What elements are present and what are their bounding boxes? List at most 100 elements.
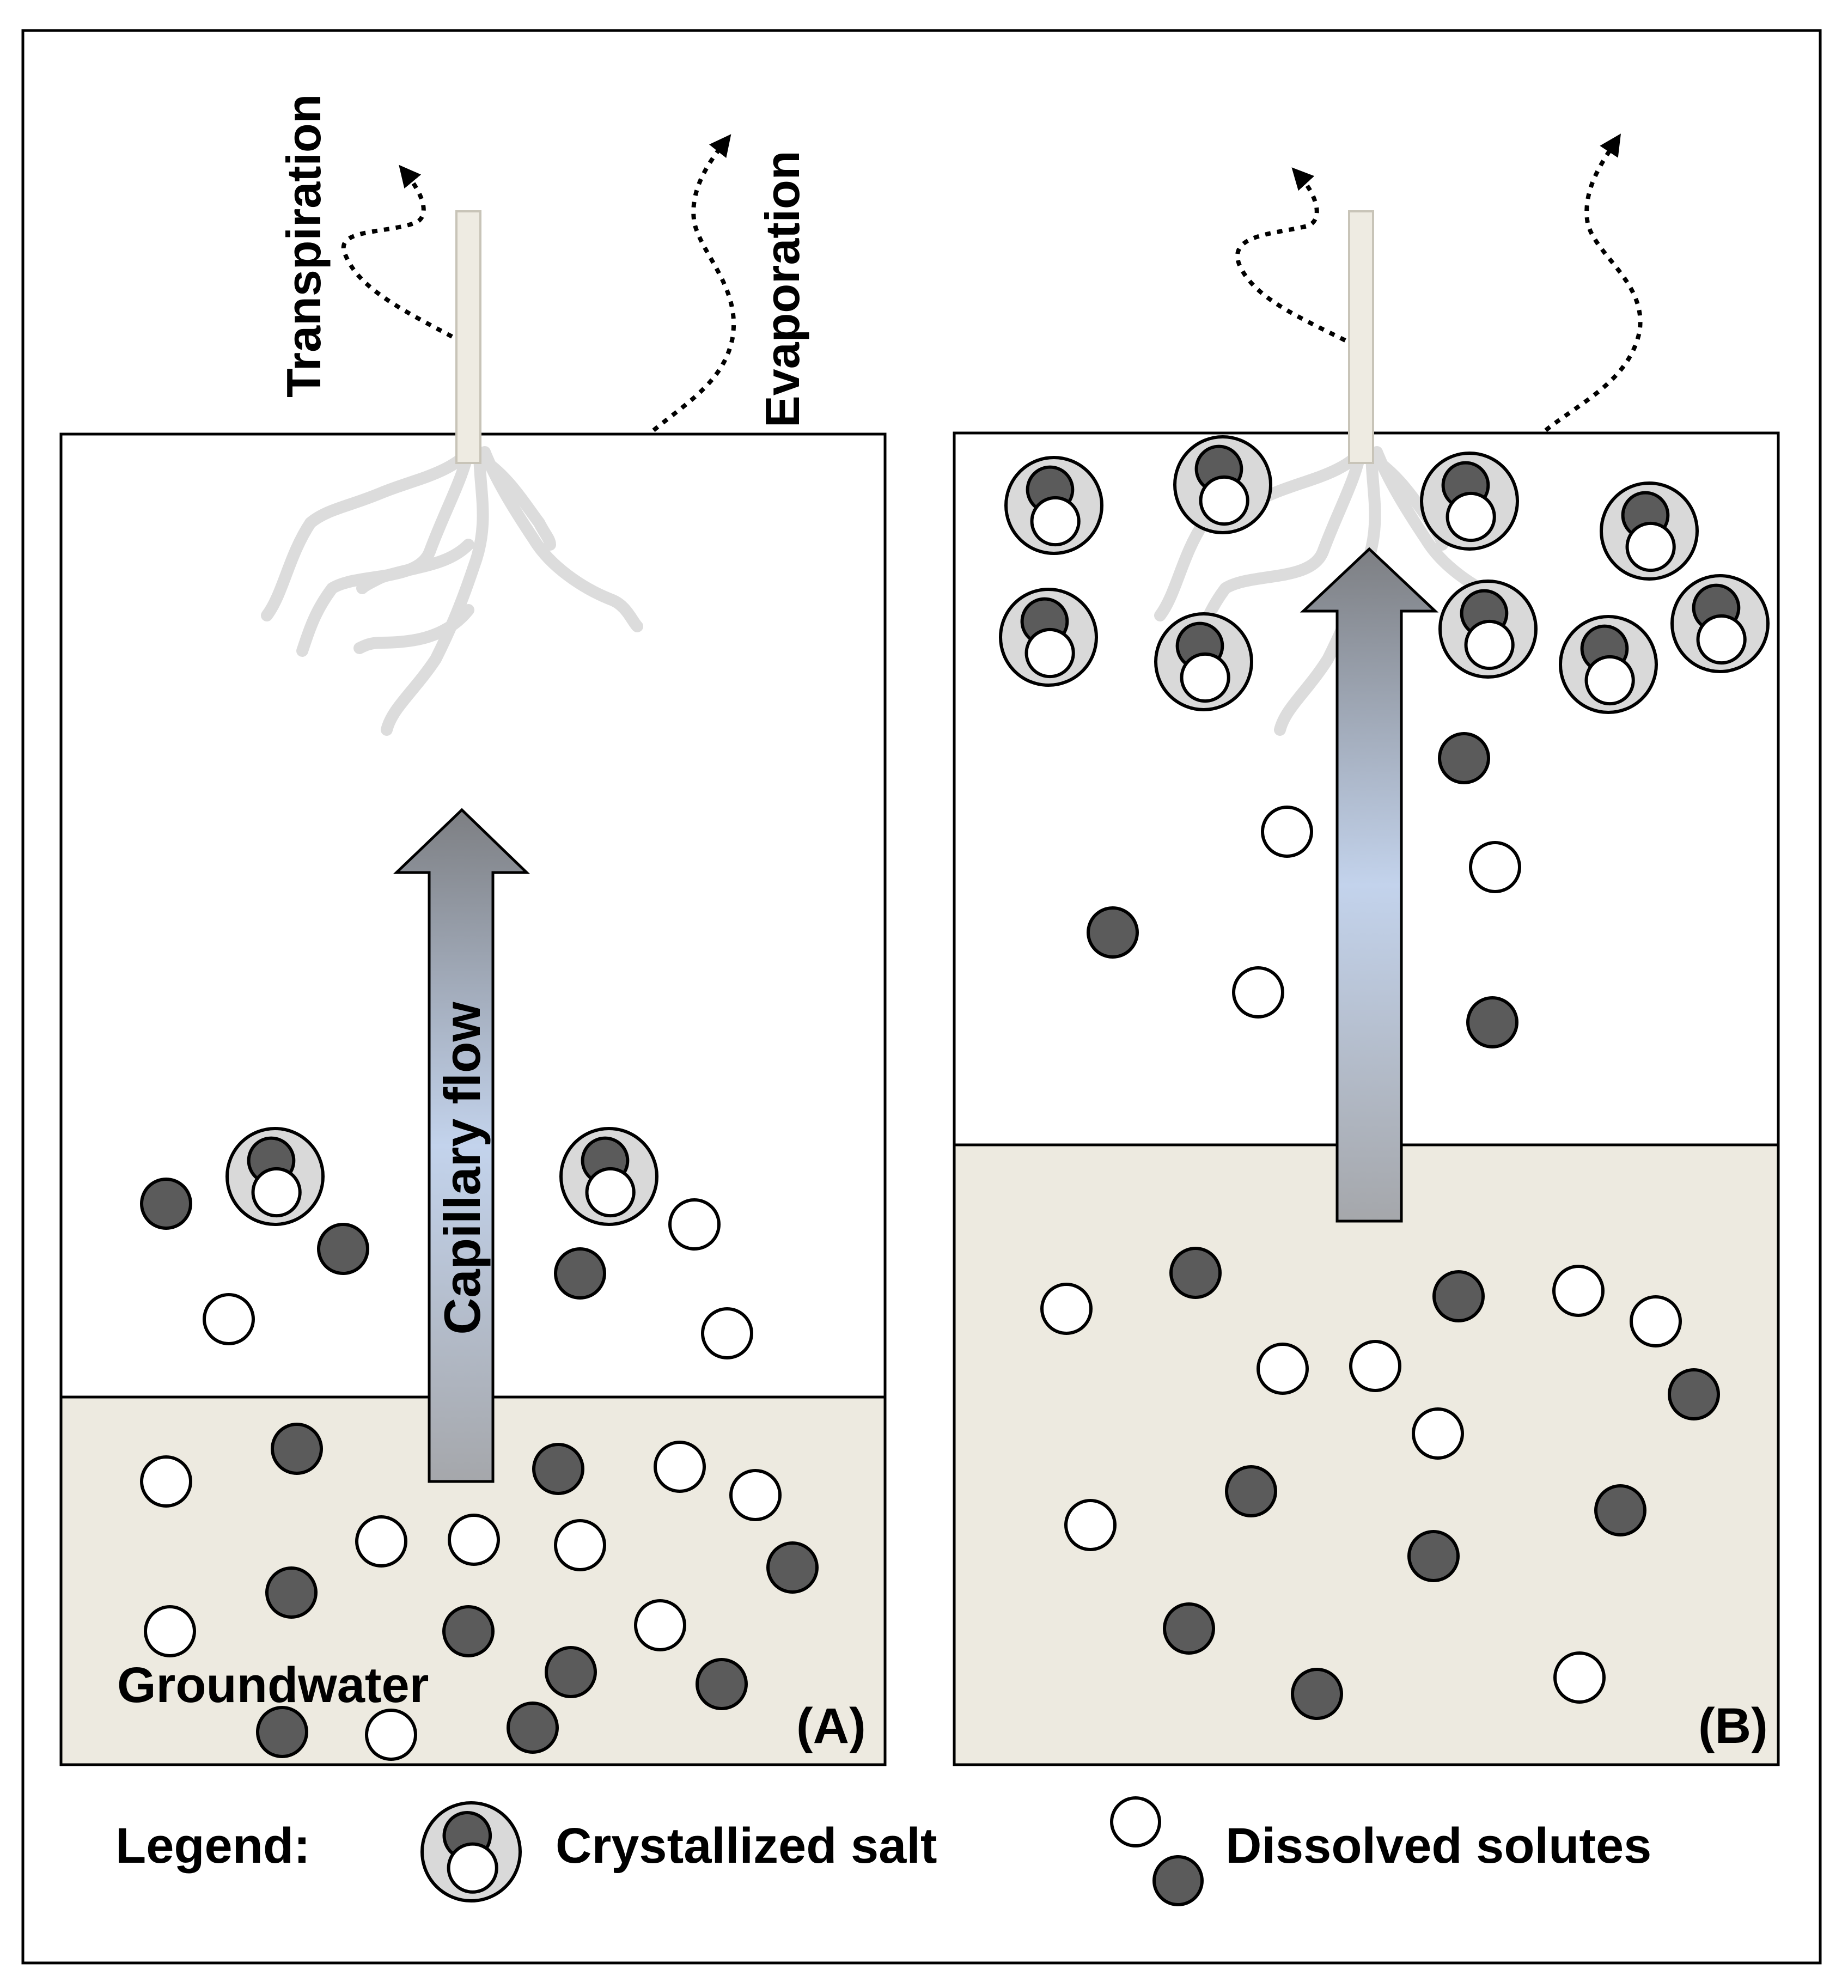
groundwater-label: Groundwater — [117, 1657, 429, 1713]
crystal-light-ion — [1584, 655, 1635, 706]
transpiration-label: Transpiration — [277, 94, 331, 398]
dissolved-solute-light — [1469, 841, 1521, 893]
dissolved-solute-dark — [317, 1223, 369, 1275]
crystallized-salt — [559, 1127, 658, 1226]
crystal-light-ion — [1696, 614, 1747, 665]
dissolved-solute-dark — [265, 1566, 318, 1619]
evaporation-path-b — [1544, 133, 1643, 432]
crystallized-salt — [1438, 580, 1538, 679]
dissolved-solute-light — [1630, 1295, 1682, 1347]
crystal-light-ion — [251, 1167, 302, 1218]
crystals-a — [225, 1127, 658, 1226]
dissolved-solute-dark — [1466, 996, 1518, 1048]
crystallized-salt — [1420, 452, 1519, 551]
dissolved-solute-dark — [1087, 906, 1139, 959]
legend-title: Legend: — [115, 1818, 310, 1874]
dissolved-solute-dark — [1163, 1602, 1215, 1655]
crystallized-salt — [1559, 615, 1658, 714]
dissolved-solute-dark — [1152, 1855, 1204, 1906]
crystallized-salt — [1004, 456, 1103, 555]
plant-stem-b — [1348, 210, 1374, 464]
evaporation-path-a — [652, 134, 736, 432]
crystallized-salt — [1154, 612, 1253, 711]
legend-dissolved-solutes-label: Dissolved solutes — [1225, 1818, 1651, 1874]
dissolved-solute-dark — [140, 1178, 192, 1230]
crystallized-salt — [225, 1127, 325, 1226]
crystallized-salt — [999, 588, 1098, 687]
crystallized-salt — [1670, 574, 1770, 673]
dissolved-solute-dark — [1225, 1465, 1277, 1517]
crystal-light-ion — [1464, 619, 1515, 670]
dissolved-solute-dark — [554, 1247, 606, 1300]
crystallized-salt — [1600, 481, 1699, 581]
dissolved-solute-light — [1553, 1651, 1606, 1704]
dissolved-solute-light — [144, 1605, 196, 1657]
dissolved-solute-light — [1040, 1283, 1093, 1335]
dissolved-solute-light — [634, 1599, 686, 1651]
dissolved-solute-light — [203, 1293, 255, 1345]
dissolved-solute-light — [355, 1515, 407, 1568]
dissolved-solute-light — [554, 1519, 606, 1571]
dissolved-solute-light — [668, 1198, 721, 1251]
dissolved-solute-dark — [532, 1443, 584, 1495]
crystal-light-ion — [447, 1842, 498, 1894]
dissolved-solute-light — [1064, 1499, 1117, 1551]
crystal-light-ion — [1199, 475, 1249, 526]
legend-crystal-symbol — [420, 1801, 522, 1902]
dissolved-solute-light — [1552, 1265, 1605, 1317]
dissolved-solute-light — [1349, 1340, 1401, 1392]
capillary-flow-arrow-b — [1300, 547, 1439, 1223]
capillary-flow-label: Capillary flow — [434, 1002, 491, 1335]
dissolved-solute-dark — [442, 1605, 495, 1657]
crystallized-salt — [420, 1801, 522, 1902]
dissolved-solute-dark — [1438, 732, 1490, 784]
dissolved-solute-light — [1232, 966, 1284, 1019]
panel-a: Transpiration Evaporation Capillary flow… — [59, 94, 887, 1766]
crystals-b — [999, 435, 1770, 714]
solutes-b — [1040, 732, 1720, 1720]
panel-a-label: (A) — [796, 1698, 866, 1754]
transpiration-path-b — [1235, 167, 1346, 343]
dissolved-solute-dark — [1432, 1270, 1485, 1322]
dissolved-solute-dark — [766, 1541, 819, 1594]
dissolved-solute-light — [701, 1307, 753, 1359]
dissolved-solute-dark — [507, 1702, 559, 1754]
dissolved-solute-light — [1110, 1796, 1161, 1847]
dissolved-solute-light — [1257, 1343, 1309, 1395]
dissolved-solute-dark — [1169, 1247, 1222, 1299]
dissolved-solute-dark — [256, 1706, 308, 1758]
crystal-light-ion — [1625, 521, 1676, 572]
dissolved-solute-light — [448, 1514, 500, 1566]
groundwater-zone-b — [954, 1145, 1778, 1765]
dissolved-solute-dark — [271, 1423, 323, 1475]
dissolved-solute-light — [1261, 806, 1313, 858]
plant-stem-a — [455, 210, 481, 464]
transpiration-path-a — [341, 164, 453, 339]
dissolved-solute-dark — [1407, 1530, 1460, 1582]
dissolved-solute-light — [365, 1709, 417, 1761]
crystal-light-ion — [585, 1167, 636, 1218]
legend: Legend: Crystallized salt Dissolved solu… — [115, 1796, 1651, 1906]
dissolved-solute-dark — [696, 1658, 748, 1710]
dissolved-solute-light — [1412, 1407, 1464, 1460]
dissolved-solute-light — [729, 1469, 782, 1521]
evaporation-label: Evaporation — [755, 150, 809, 428]
dissolved-solute-dark — [1594, 1484, 1646, 1536]
capillary-flow-arrow-a — [393, 808, 530, 1483]
panel-b: (B) — [953, 133, 1780, 1766]
crystal-light-ion — [1446, 491, 1496, 542]
legend-solute-symbols — [1110, 1796, 1204, 1906]
crystal-light-ion — [1180, 652, 1230, 703]
crystal-light-ion — [1024, 627, 1075, 679]
dissolved-solute-light — [140, 1455, 192, 1508]
legend-crystallized-salt-label: Crystallized salt — [556, 1818, 937, 1874]
crystal-light-ion — [1030, 496, 1081, 547]
dissolved-solute-dark — [1668, 1368, 1720, 1420]
plant-roots-a — [261, 441, 643, 736]
dissolved-solute-dark — [1291, 1668, 1343, 1720]
panel-b-label: (B) — [1698, 1698, 1768, 1754]
dissolved-solute-light — [654, 1441, 706, 1493]
crystallized-salt — [1173, 435, 1272, 534]
dissolved-solute-dark — [545, 1646, 597, 1698]
